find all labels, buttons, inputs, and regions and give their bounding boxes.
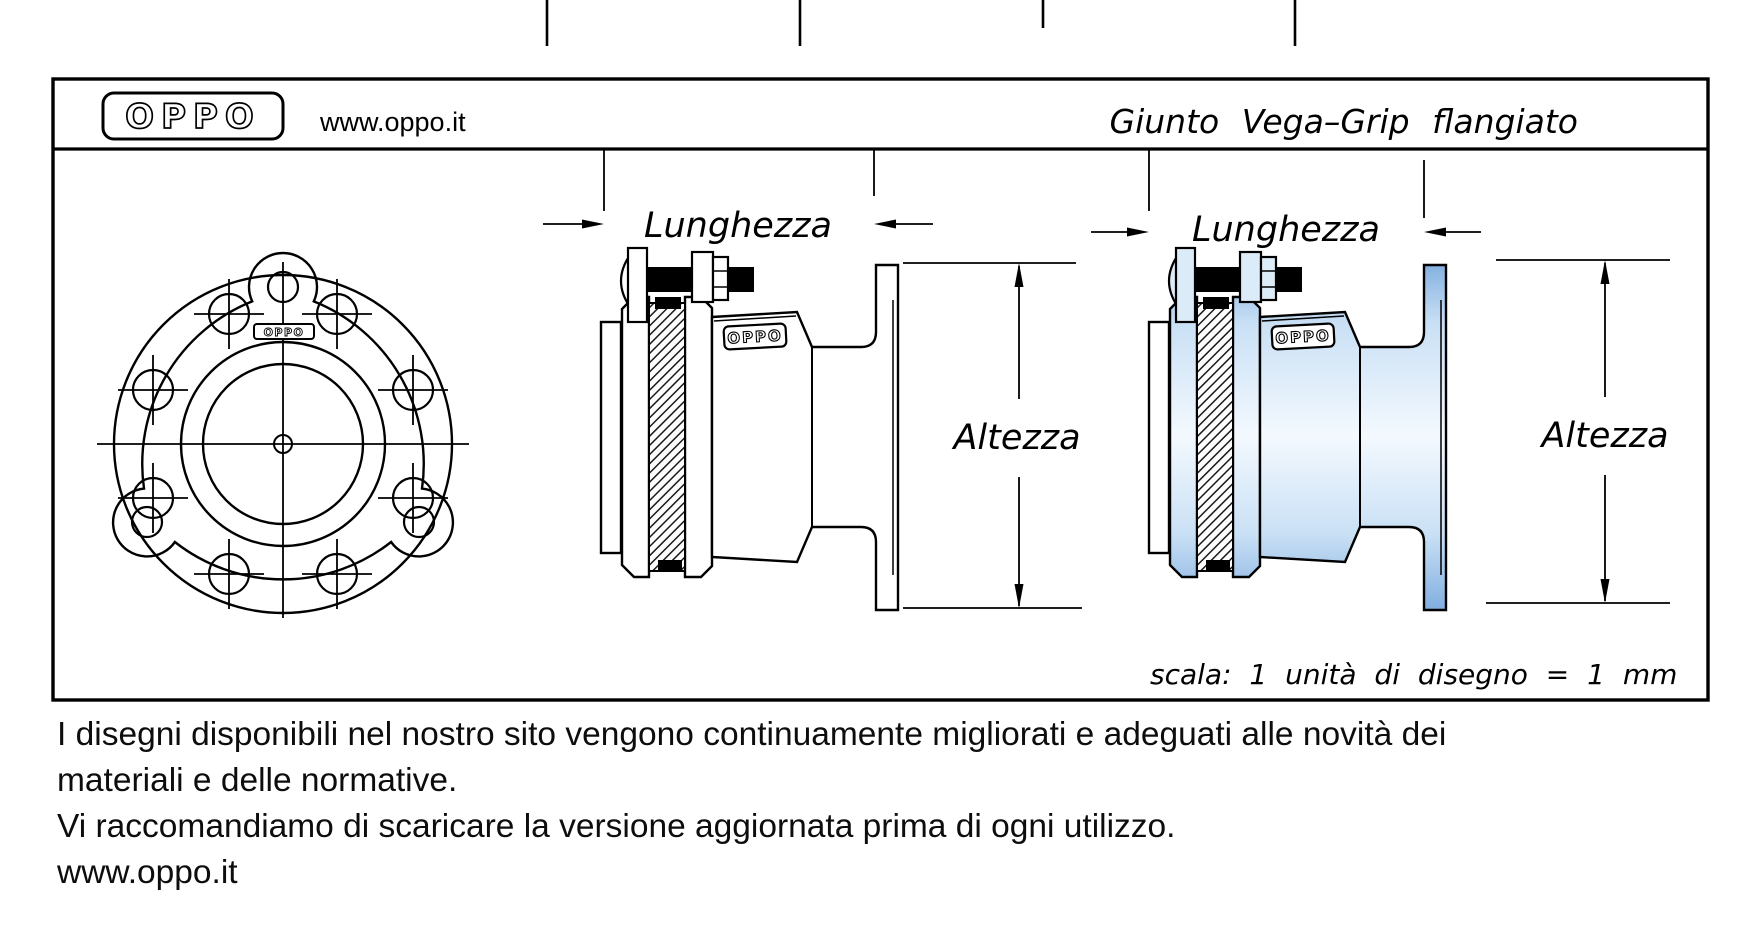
color-length-dimension: Lunghezza <box>1091 150 1481 250</box>
scale-note: scala: 1 unità di disegno = 1 mm <box>1150 658 1677 691</box>
sheet-frame <box>51 77 1710 702</box>
color-height-dimension: Altezza <box>1486 259 1670 604</box>
lug-left-c <box>1174 246 1197 324</box>
section-view-color: OPPO Lunghezza <box>1091 150 1481 612</box>
front-view: OPPO <box>97 251 469 618</box>
lug-left <box>626 246 649 324</box>
top-crop-marks <box>545 0 1297 46</box>
color-height-label: Altezza <box>1539 416 1668 456</box>
title-block: OPPO www.oppo.it Giunto Vega–Grip flangi… <box>101 91 1578 141</box>
gasket-hatch <box>648 302 686 572</box>
section-view-bw: OPPO Lunghezza Altezza <box>543 150 1082 612</box>
clamp-ring-right <box>683 295 714 579</box>
gasket-cap-top <box>655 297 681 309</box>
bolt-assembly-c <box>1167 246 1302 324</box>
gasket-cap-bottom <box>658 560 682 572</box>
bw-length-dimension: Lunghezza <box>543 150 933 246</box>
front-brand-plate <box>253 323 315 340</box>
bolt-assembly <box>619 246 754 324</box>
pipe-stub <box>599 320 623 555</box>
pipe-stub-c <box>1147 320 1171 555</box>
coupling-body <box>710 263 900 612</box>
gasket-hatch-c <box>1196 302 1234 572</box>
footer-line-4: www.oppo.it <box>57 854 238 891</box>
clamp-ring-right-c <box>1231 295 1262 579</box>
bw-brand-plate: OPPO <box>722 322 788 351</box>
bolt-nut-c <box>1259 255 1278 302</box>
footer-line-2: materiali e delle normative. <box>57 762 458 799</box>
color-brand-plate-text: OPPO <box>1275 327 1331 348</box>
gasket-cap-bottom-c <box>1206 560 1230 572</box>
clamp-ring-left <box>620 295 651 579</box>
clamp-body-outline <box>111 251 455 581</box>
bolt-nut <box>711 255 730 302</box>
bw-height-dimension: Altezza <box>903 262 1082 609</box>
website-label: www.oppo.it <box>319 107 466 137</box>
lug-right <box>690 250 715 304</box>
footer-disclaimer: I disegni disponibili nel nostro sito ve… <box>57 712 1717 896</box>
sheet-title: Giunto Vega–Grip flangiato <box>1110 102 1578 141</box>
bw-brand-plate-text: OPPO <box>727 327 783 348</box>
footer-line-3: Vi raccomandiamo di scaricare la version… <box>57 808 1176 845</box>
ear-holes <box>130 270 436 539</box>
lug-right-c <box>1238 250 1263 304</box>
bw-height-label: Altezza <box>951 418 1080 458</box>
front-brand-plate-text: OPPO <box>264 326 305 339</box>
bolt-holes <box>118 279 448 609</box>
oppo-logo-text: OPPO <box>125 97 261 137</box>
footer-line-1: I disegni disponibili nel nostro sito ve… <box>57 716 1447 753</box>
gasket-cap-top-c <box>1203 297 1229 309</box>
bw-length-label: Lunghezza <box>644 206 832 246</box>
color-length-label: Lunghezza <box>1192 210 1380 250</box>
coupling-body-c <box>1258 263 1448 612</box>
color-brand-plate: OPPO <box>1270 322 1336 351</box>
oppo-logo-box <box>101 91 285 141</box>
clamp-ring-left-c <box>1168 295 1199 579</box>
